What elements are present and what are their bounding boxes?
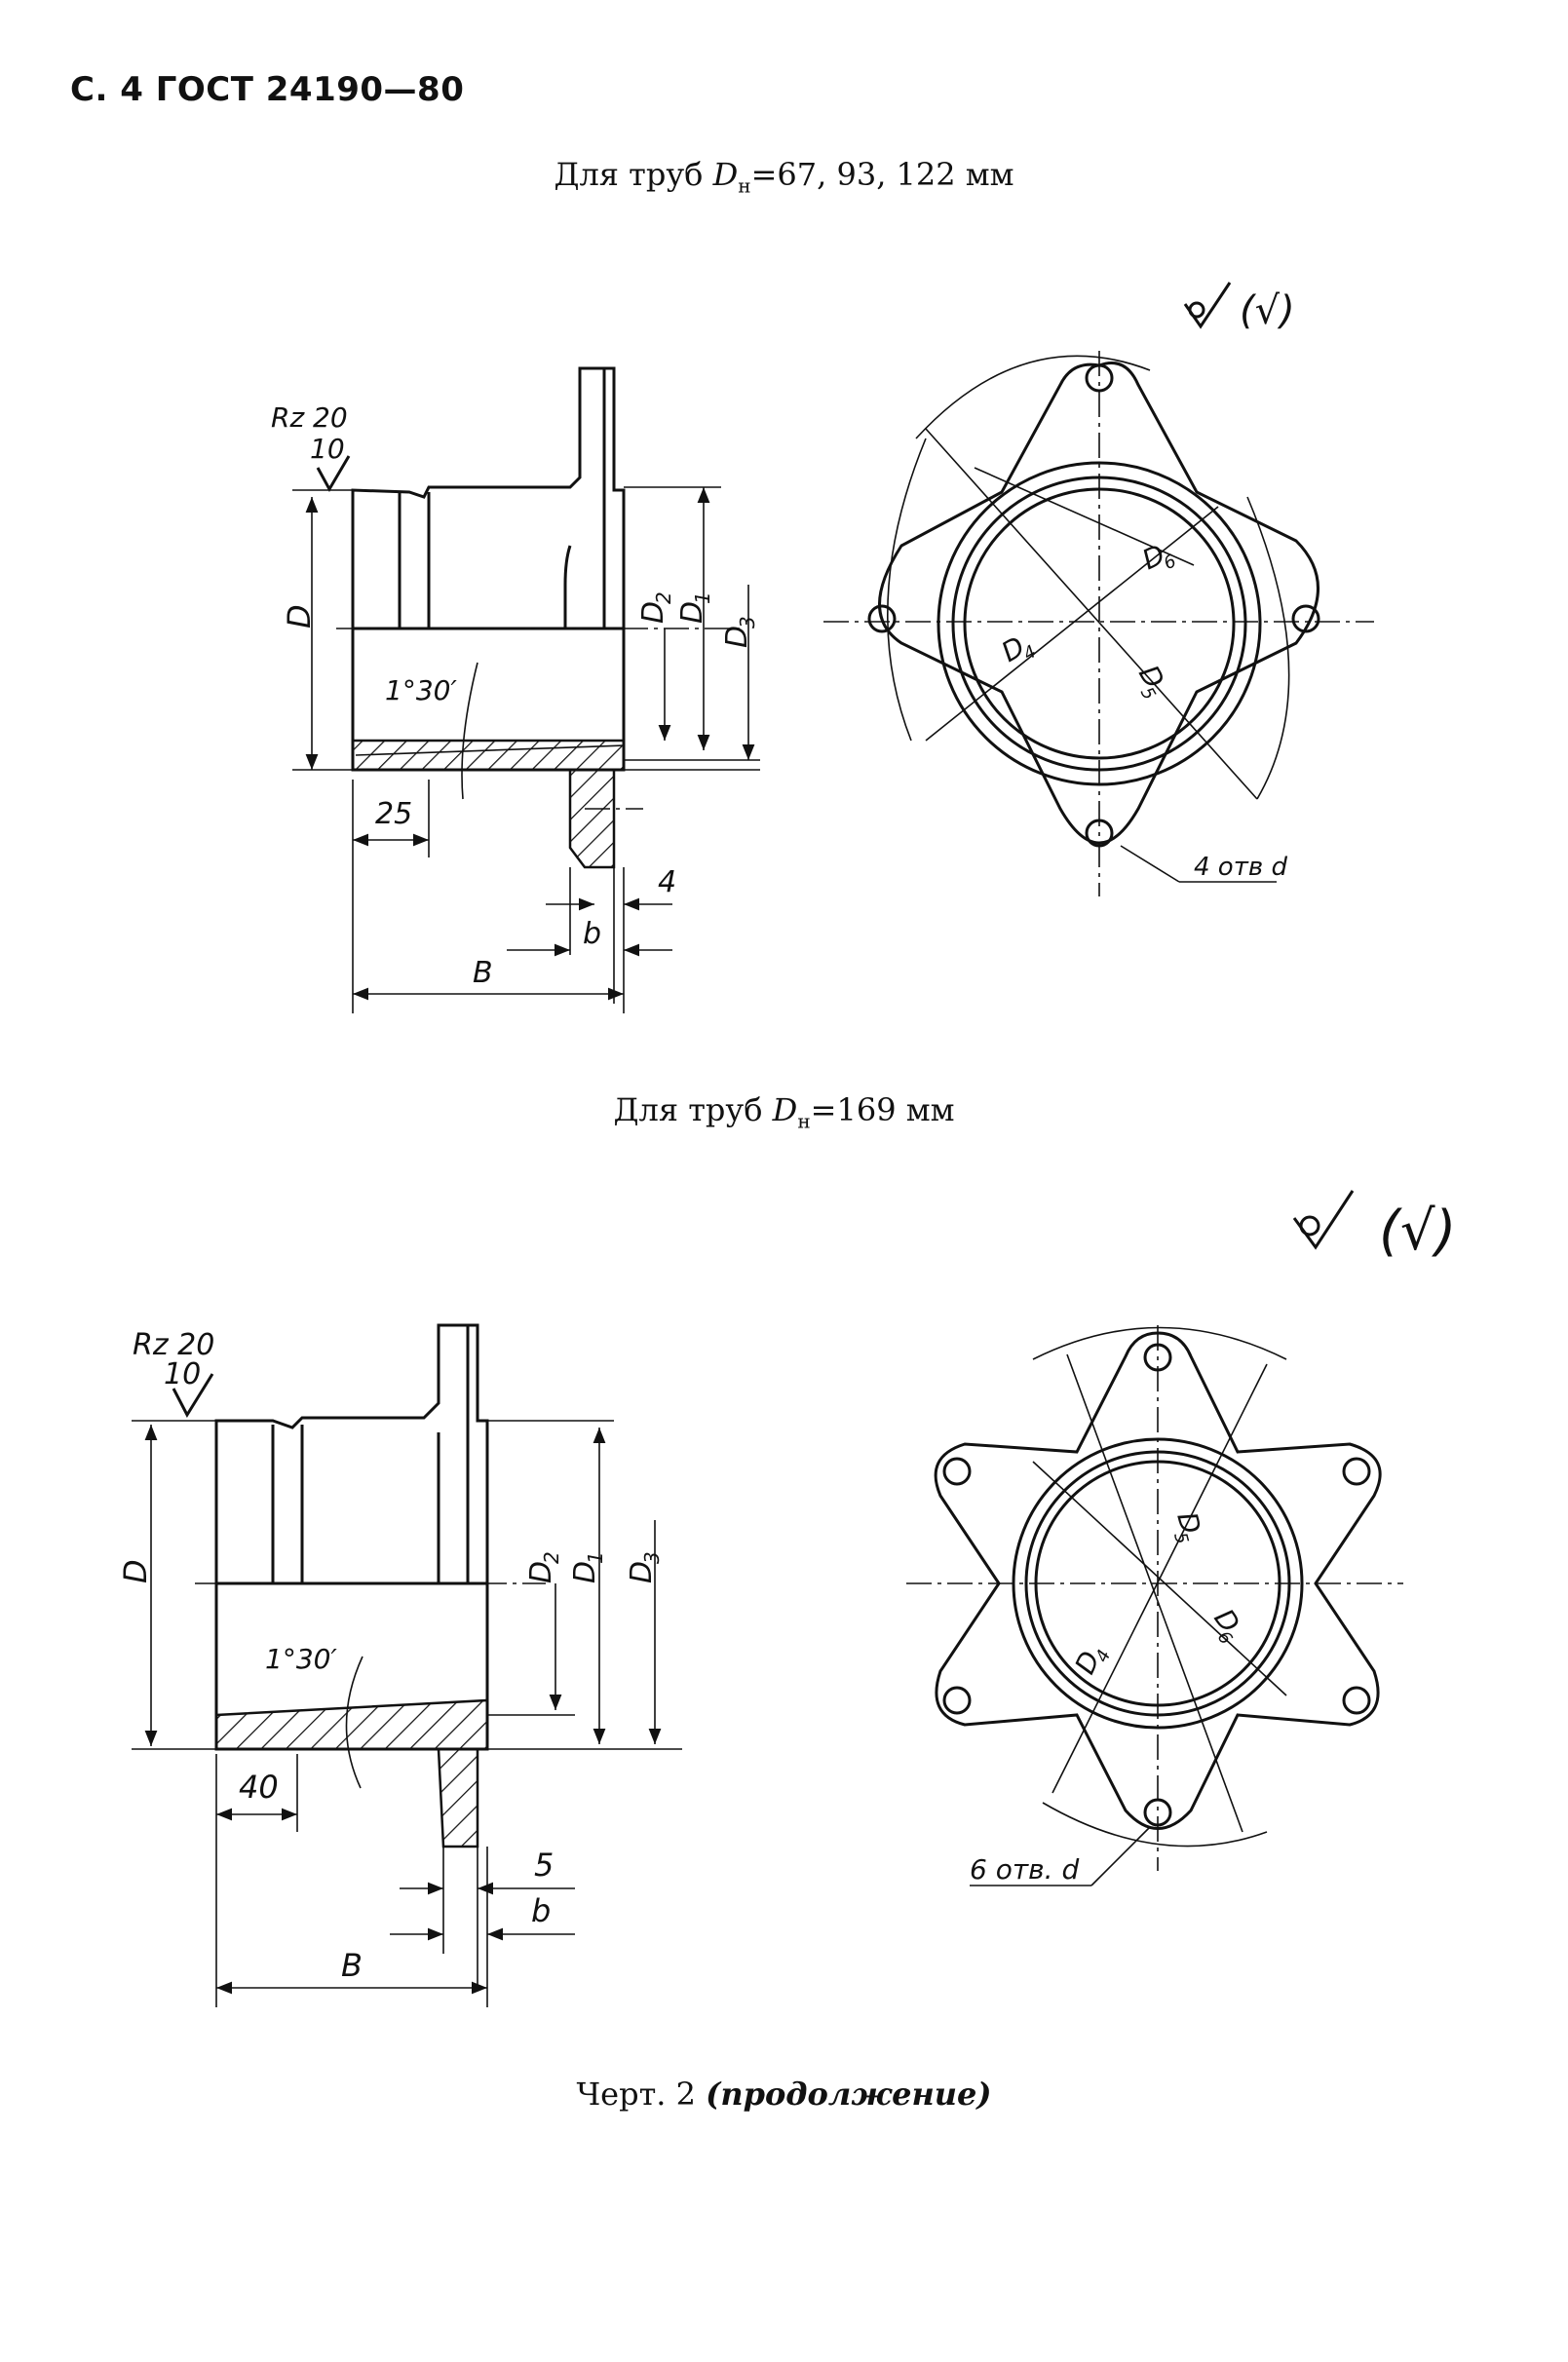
caption-value: =67, 93, 122 мм	[750, 156, 1014, 193]
finish-symbol-icon	[1183, 282, 1232, 329]
caption-subscript: н	[738, 173, 751, 198]
roughness-top: Rz 20	[133, 1328, 214, 1362]
dim-D1-sub: 1	[584, 1551, 607, 1564]
finish-symbol-icon	[1292, 1190, 1355, 1250]
front-view-2	[906, 1325, 1403, 1886]
dim-D2: D	[636, 601, 670, 624]
dim-D2-sub: 2	[652, 591, 675, 604]
roughness-bottom: 10	[164, 1357, 201, 1391]
angle-label: 1°30′	[265, 1643, 337, 1675]
dim-D1: D	[675, 601, 709, 624]
dim-D: D	[117, 1559, 154, 1583]
dim-D5-sub: 5	[1169, 1530, 1192, 1545]
dim-D1-sub: 1	[691, 591, 714, 604]
section2-caption: Для труб Dн=169 мм	[0, 1091, 1568, 1132]
finish-symbol-text: (√)	[1379, 1200, 1456, 1263]
caption-prefix: Для труб	[554, 156, 704, 193]
caption-main: Черт. 2	[576, 2076, 696, 2113]
dim-D1: D	[568, 1561, 602, 1583]
dim-4: 4	[658, 865, 676, 899]
page-header: С. 4 ГОСТ 24190—80	[70, 70, 465, 109]
dim-b: b	[531, 1892, 551, 1929]
dim-D3-sub: 3	[736, 616, 759, 629]
dim-D2: D	[524, 1561, 558, 1583]
dim-5: 5	[534, 1847, 554, 1884]
dim-B: B	[341, 1947, 363, 1984]
holes-note: 4 отв d	[1194, 853, 1287, 882]
side-view-2	[195, 1323, 546, 1848]
roughness-mark-icon	[316, 455, 351, 493]
dim-D3-sub: 3	[640, 1551, 664, 1564]
dim-D6-sub: 6	[1161, 551, 1179, 574]
caption-symbol: D	[712, 156, 739, 193]
section1-caption: Для труб Dн=67, 93, 122 мм	[0, 156, 1568, 197]
dim-D3: D	[625, 1561, 659, 1583]
drawing-section2: (√) Rz 20 10 D D 2 D 1 D 3 1°30′ 40	[117, 1190, 1456, 2007]
dim-40: 40	[239, 1769, 279, 1806]
dim-D2-sub: 2	[540, 1551, 563, 1564]
front-view-1	[823, 351, 1374, 896]
angle-label: 1°30′	[385, 674, 457, 706]
dim-D3: D	[720, 626, 754, 648]
dim-B: B	[473, 956, 493, 990]
caption-subscript: н	[797, 1109, 811, 1133]
caption-value: =169 мм	[810, 1091, 955, 1128]
roughness-mark-icon	[172, 1373, 214, 1419]
holes-note: 6 отв. d	[970, 1853, 1079, 1886]
dim-b: b	[583, 917, 601, 951]
dim-D: D	[281, 604, 318, 629]
roughness-top: Rz 20	[271, 401, 348, 434]
roughness-bottom: 10	[310, 433, 345, 465]
caption-symbol: D	[772, 1091, 798, 1128]
angle-arc	[461, 662, 478, 800]
dim-25: 25	[375, 797, 412, 831]
finish-symbol-text: (√)	[1240, 288, 1295, 333]
angle-arc	[345, 1656, 363, 1789]
caption-italic: (продолжение)	[706, 2076, 992, 2113]
drawing-section1: (√) Rz 20 10 D D 2 D 1 D 3 1°30′	[271, 282, 1374, 1013]
caption-prefix: Для труб	[613, 1091, 763, 1128]
figure-caption: Черт. 2 (продолжение)	[0, 2076, 1568, 2113]
